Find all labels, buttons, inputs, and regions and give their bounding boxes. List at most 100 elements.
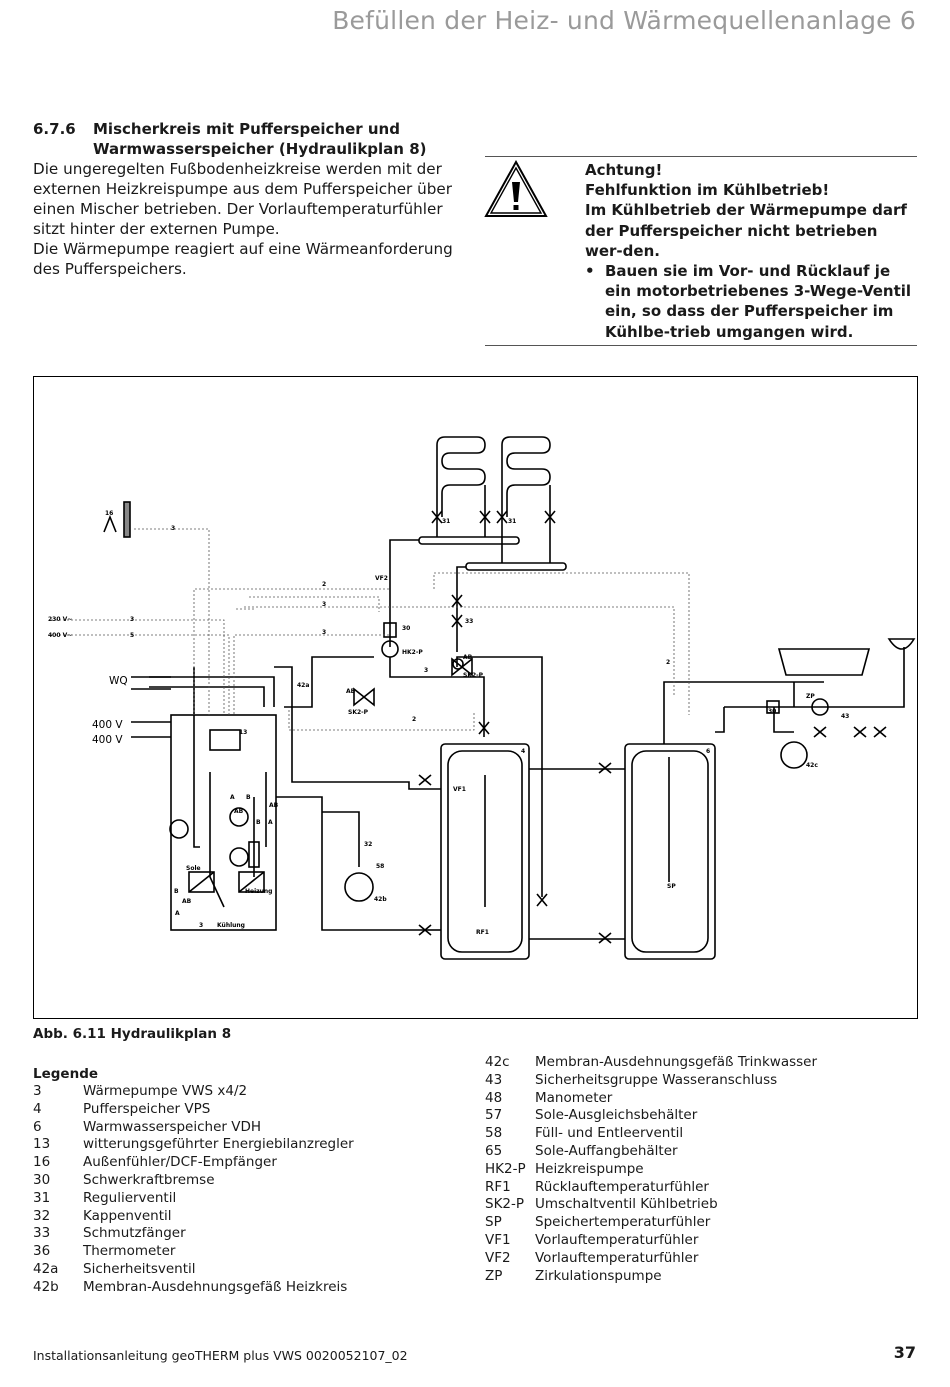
controller-13 bbox=[209, 729, 241, 751]
legend-description: Rücklauftemperaturfühler bbox=[535, 1178, 709, 1195]
label-sp: SP bbox=[667, 883, 676, 890]
outdoor-sensor-16 bbox=[123, 501, 131, 538]
legend-code: 30 bbox=[33, 1171, 51, 1188]
section-body: Die ungeregelten Fußbodenheizkreise werd… bbox=[33, 159, 463, 279]
legend-row: 48 Manometer bbox=[485, 1090, 915, 1108]
legend-description: Kappenventil bbox=[83, 1207, 172, 1224]
legend-code: SP bbox=[485, 1214, 502, 1231]
legend-description: Sicherheitsventil bbox=[83, 1260, 196, 1277]
label-42c: 42c bbox=[806, 762, 818, 769]
legend-code: ZP bbox=[485, 1267, 503, 1284]
floor-heating-coil-1 bbox=[436, 436, 486, 517]
label-13: 13 bbox=[239, 729, 247, 736]
label-30a: 30 bbox=[402, 625, 410, 632]
label-ab4: AB bbox=[269, 802, 279, 809]
label-wq: WQ bbox=[109, 675, 128, 687]
legend-row: 16 Außenfühler/DCF-Empfänger bbox=[33, 1154, 463, 1172]
warning-line1: Achtung! bbox=[585, 161, 663, 179]
label-16: 16 bbox=[105, 510, 113, 517]
footer-document-title: Installationsanleitung geoTHERM plus VWS… bbox=[33, 1348, 408, 1363]
label-ab1: AB bbox=[463, 654, 473, 661]
legend-description: Pufferspeicher VPS bbox=[83, 1100, 211, 1117]
label-3d: 3 bbox=[322, 629, 326, 636]
label-heizung: Heizung bbox=[245, 888, 272, 895]
legend-row: 4 Pufferspeicher VPS bbox=[33, 1101, 463, 1119]
dhw-tank-6 bbox=[624, 743, 716, 960]
label-ab3: AB bbox=[234, 808, 244, 815]
label-b1: B bbox=[246, 794, 251, 801]
label-230v: 230 V~ bbox=[48, 616, 72, 623]
hydraulic-diagram-svg: 16 31 31 3 2 3 3 5 3 230 V~ 400 V~ VF2 3… bbox=[48, 436, 916, 960]
label-hk2p: HK2-P bbox=[402, 649, 423, 656]
heat-pump-3 bbox=[170, 714, 277, 931]
bullet-dot: • bbox=[585, 262, 595, 281]
legend-code: RF1 bbox=[485, 1178, 511, 1195]
label-31b: 31 bbox=[508, 518, 516, 525]
legend-description: Heizkreispumpe bbox=[535, 1160, 644, 1177]
legend-description: Wärmepumpe VWS x4/2 bbox=[83, 1083, 248, 1099]
legend-description: Warmwasserspeicher VDH bbox=[83, 1118, 262, 1135]
label-3f: 3 bbox=[199, 922, 203, 929]
legend-description: Füll- und Entleerventil bbox=[535, 1125, 684, 1142]
legend-title: Legende bbox=[33, 1066, 99, 1082]
label-rf1: RF1 bbox=[476, 929, 489, 936]
floor-heating-coil-2 bbox=[501, 436, 551, 517]
warning-line2: Fehlfunktion im Kühlbetrieb! bbox=[585, 181, 830, 200]
section-title-line1: Mischerkreis mit Pufferspeicher und bbox=[93, 120, 400, 138]
body-paragraph-1: Die ungeregelten Fußbodenheizkreise werd… bbox=[33, 160, 452, 238]
label-32: 32 bbox=[364, 841, 372, 848]
legend-code: 16 bbox=[33, 1154, 51, 1171]
legend-code: HK2-P bbox=[485, 1160, 526, 1177]
label-a2: A bbox=[268, 819, 273, 826]
legend-code: 4 bbox=[33, 1100, 42, 1117]
legend-description: Sicherheitsgruppe Wasseranschluss bbox=[535, 1071, 778, 1088]
legend-code: 43 bbox=[485, 1071, 503, 1088]
legend-code: 58 bbox=[485, 1125, 503, 1142]
warning-rule-bottom bbox=[485, 345, 917, 346]
sink bbox=[887, 638, 916, 650]
label-ab2: AB bbox=[346, 688, 356, 695]
label-a3: A bbox=[175, 910, 180, 917]
label-sk2p-b: SK2-P bbox=[348, 709, 369, 716]
legend-row: 58 Füll- und Entleerventil bbox=[485, 1125, 915, 1143]
label-vf2: VF2 bbox=[375, 575, 388, 582]
body-paragraph-2: Die Wärmepumpe reagiert auf eine Wärmean… bbox=[33, 240, 453, 278]
section-title-line2: Warmwasserspeicher (Hydraulikplan 8) bbox=[93, 140, 427, 158]
legend-code: VF2 bbox=[485, 1249, 511, 1266]
legend-description: Manometer bbox=[535, 1089, 613, 1106]
legend-row: 43 Sicherheitsgruppe Wasseranschluss bbox=[485, 1072, 915, 1090]
legend-row: HK2-P Heizkreispumpe bbox=[485, 1161, 915, 1179]
label-58: 58 bbox=[376, 863, 384, 870]
legend-description: Thermometer bbox=[83, 1243, 176, 1260]
warning-bullet: • Bauen sie im Vor- und Rücklauf je ein … bbox=[585, 261, 920, 342]
legend-description: Außenfühler/DCF-Empfänger bbox=[83, 1154, 277, 1171]
legend-code: 31 bbox=[33, 1189, 51, 1206]
label-30b: 30 bbox=[768, 708, 776, 715]
legend-description: Membran-Ausdehnungsgefäß Trinkwasser bbox=[535, 1054, 818, 1070]
figure-caption: Abb. 6.11 Hydraulikplan 8 bbox=[33, 1026, 232, 1042]
label-ab5: AB bbox=[182, 898, 192, 905]
legend-code: 36 bbox=[33, 1243, 51, 1260]
warning-text: Achtung! Fehlfunktion im Kühlbetrieb! Im… bbox=[585, 160, 920, 342]
legend-row: 36 Thermometer bbox=[33, 1243, 463, 1261]
distributor-flow bbox=[418, 536, 520, 545]
legend-code: 42b bbox=[33, 1278, 59, 1295]
label-b3: B bbox=[174, 888, 179, 895]
label-sole: Sole bbox=[186, 865, 201, 872]
legend-code: 48 bbox=[485, 1089, 503, 1106]
hydraulic-diagram: 16 31 31 3 2 3 3 5 3 230 V~ 400 V~ VF2 3… bbox=[33, 376, 918, 1019]
label-a1: A bbox=[230, 794, 235, 801]
